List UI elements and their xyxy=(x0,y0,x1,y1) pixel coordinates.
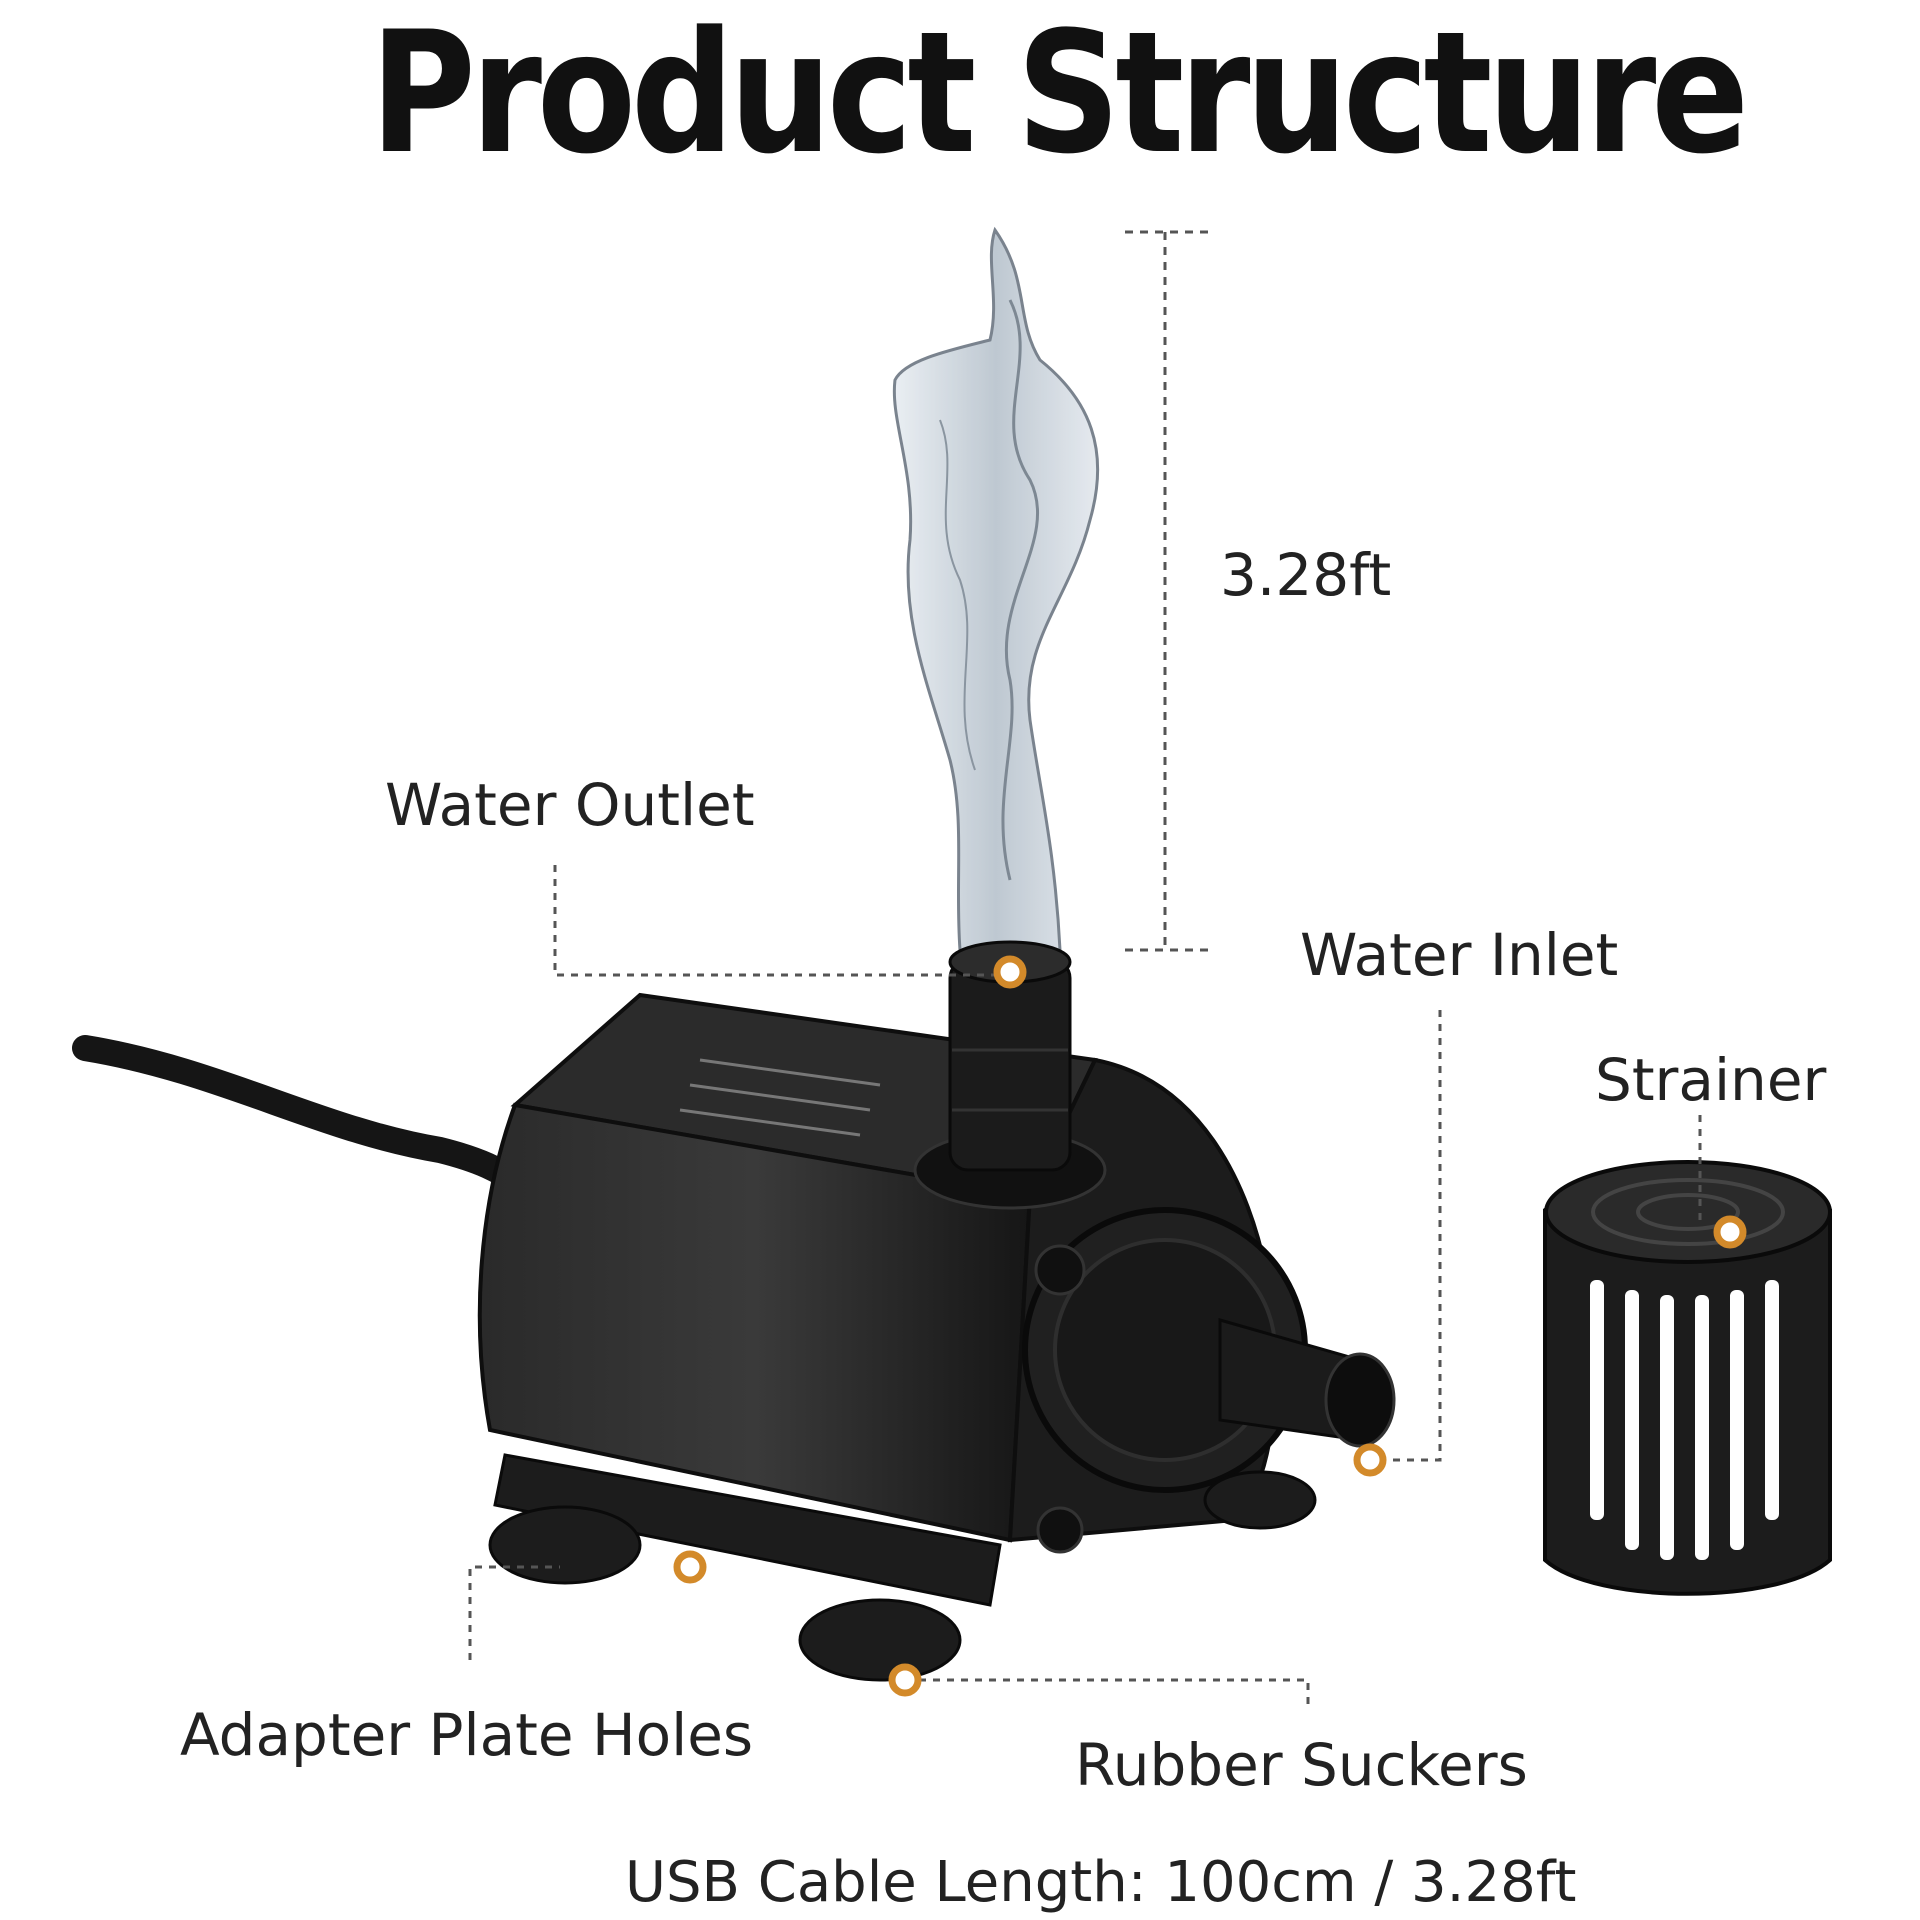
marker-water-outlet xyxy=(993,955,1027,989)
marker-rubber-suckers xyxy=(888,1663,922,1697)
marker-strainer xyxy=(1713,1215,1747,1249)
strainer-label: Strainer xyxy=(1595,1046,1827,1114)
leader-lines xyxy=(468,865,1702,1710)
outlet-nozzle xyxy=(913,940,1107,1210)
rubber-suckers-shape xyxy=(488,1453,1317,1682)
strainer-shape xyxy=(1543,1160,1832,1596)
water-inlet-label: Water Inlet xyxy=(1300,921,1619,989)
marker-water-inlet xyxy=(1353,1443,1387,1477)
usb-cable xyxy=(72,1035,533,1198)
cable-length-footer: USB Cable Length: 100cm / 3.28ft xyxy=(625,1850,1577,1915)
pump-body xyxy=(477,992,1308,1554)
page-title: Product Structure xyxy=(369,0,1749,191)
water-jet xyxy=(892,226,1100,952)
markers xyxy=(673,955,1747,1697)
height-label: 3.28ft xyxy=(1220,541,1392,609)
water-outlet-label: Water Outlet xyxy=(385,771,755,839)
height-dimension xyxy=(1125,230,1210,952)
inlet-nozzle xyxy=(1218,1318,1396,1448)
adapter-plate-holes-label: Adapter Plate Holes xyxy=(180,1701,754,1769)
rubber-suckers-label: Rubber Suckers xyxy=(1075,1731,1528,1799)
marker-adapter-plate-holes xyxy=(673,1550,707,1584)
